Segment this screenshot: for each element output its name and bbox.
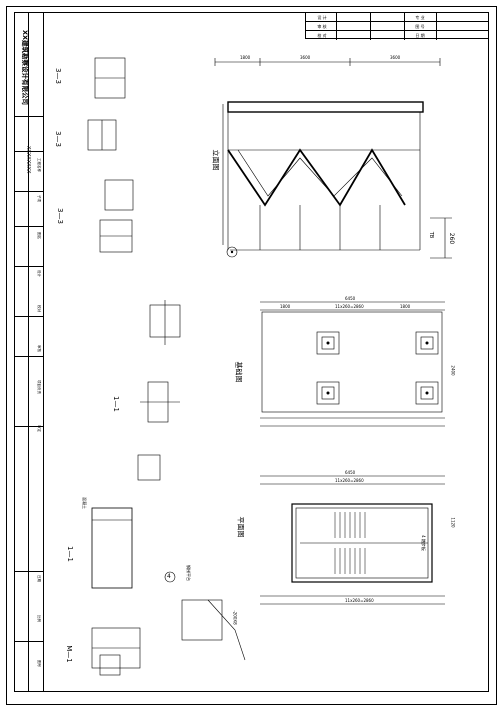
tb-drawing-no: 图 号 bbox=[415, 24, 425, 29]
note-concrete: 混凝土 bbox=[82, 497, 87, 509]
dim-foundation-steps: 11x260=2860 bbox=[335, 304, 364, 309]
dim-foundation-total: 6450 bbox=[345, 296, 356, 301]
note-step-plate: 4 踏步板 bbox=[420, 535, 426, 551]
dim-260: 260 bbox=[448, 232, 456, 245]
dim-foundation-side-b: 1800 bbox=[400, 304, 411, 309]
dim-v-2400: 2400 bbox=[450, 365, 456, 376]
dim-plan-total: 6450 bbox=[345, 470, 356, 475]
detail-3-3-a-label: 3—3 bbox=[53, 68, 62, 84]
dim-plan-steps: 11x260=2860 bbox=[335, 478, 364, 483]
dim-top-a: 1800 bbox=[240, 55, 251, 60]
tb-check: 校 对 bbox=[317, 33, 327, 38]
dim-top-b: 3600 bbox=[300, 55, 311, 60]
title-block: 设 计 专 业 审 核 图 号 校 对 日 期 bbox=[305, 12, 489, 40]
elevation-view-label: 立面图 bbox=[211, 149, 220, 171]
tb-date: 日 期 bbox=[415, 33, 425, 38]
dim-top-c: 3600 bbox=[390, 55, 401, 60]
tb-design: 设 计 bbox=[317, 15, 327, 20]
section-1-1-b-label: 1—1 bbox=[65, 546, 74, 562]
detail-3-3-b-label: 3—3 bbox=[53, 131, 62, 147]
dim-plan-bottom-steps: 11x260=2860 bbox=[345, 598, 374, 603]
tb-marker: TB bbox=[428, 231, 435, 239]
plan-view-label: 平面图 bbox=[236, 516, 245, 538]
section-1-1-label: 1—1 bbox=[111, 396, 120, 412]
section-m-1-label: M—1 bbox=[64, 645, 73, 663]
note-plate: -200X8 bbox=[232, 610, 238, 625]
drawing-outer-frame bbox=[6, 6, 497, 705]
foundation-view-label: 基础图 bbox=[234, 361, 243, 383]
detail-3-3-c-label: 3—3 bbox=[55, 208, 64, 224]
left-title-strip bbox=[14, 12, 44, 692]
note-platform: 钢梯平台 bbox=[186, 565, 191, 581]
tb-discipline: 专 业 bbox=[415, 15, 425, 20]
dim-v-1120: 1120 bbox=[450, 517, 456, 528]
dim-foundation-side-a: 1800 bbox=[280, 304, 291, 309]
detail-4-marker: 4 bbox=[167, 573, 171, 580]
drawing-inner-frame bbox=[14, 12, 489, 692]
tb-review: 审 核 bbox=[317, 24, 327, 29]
